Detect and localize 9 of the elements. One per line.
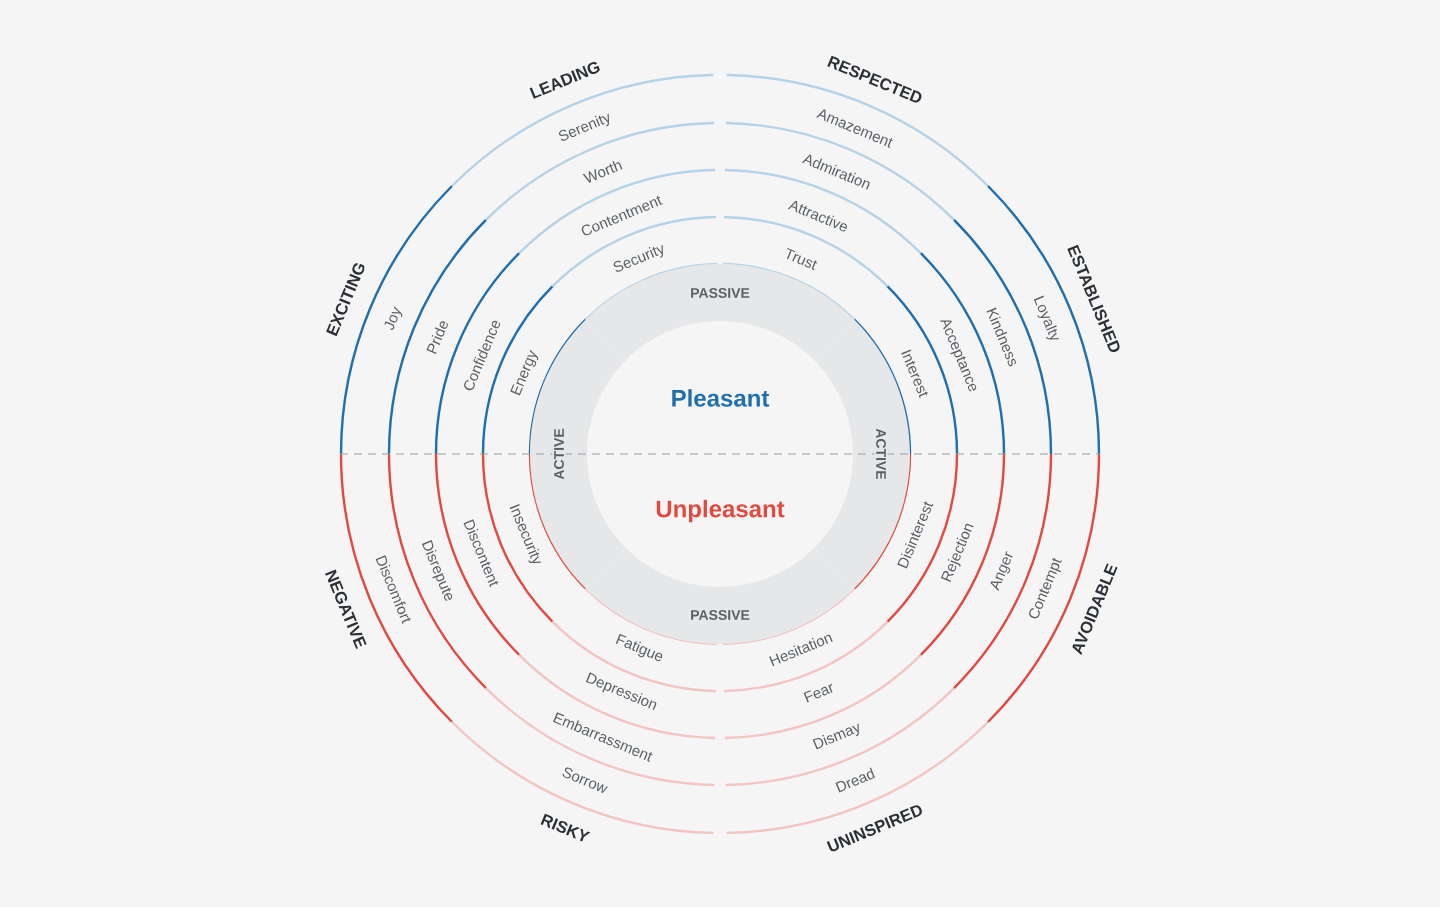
category-label: RISKY: [540, 813, 591, 842]
emotion-label: Joy: [384, 306, 403, 330]
center-label: Unpleasant: [653, 498, 787, 524]
emotion-label: Anger: [990, 551, 1013, 591]
center-label: Pleasant: [669, 387, 771, 409]
emotion-label: Pride: [426, 321, 448, 354]
emotion-label: Worth: [582, 160, 623, 183]
emotion-label: Fear: [803, 683, 833, 703]
emotion-label: Loyalty: [1033, 295, 1059, 340]
